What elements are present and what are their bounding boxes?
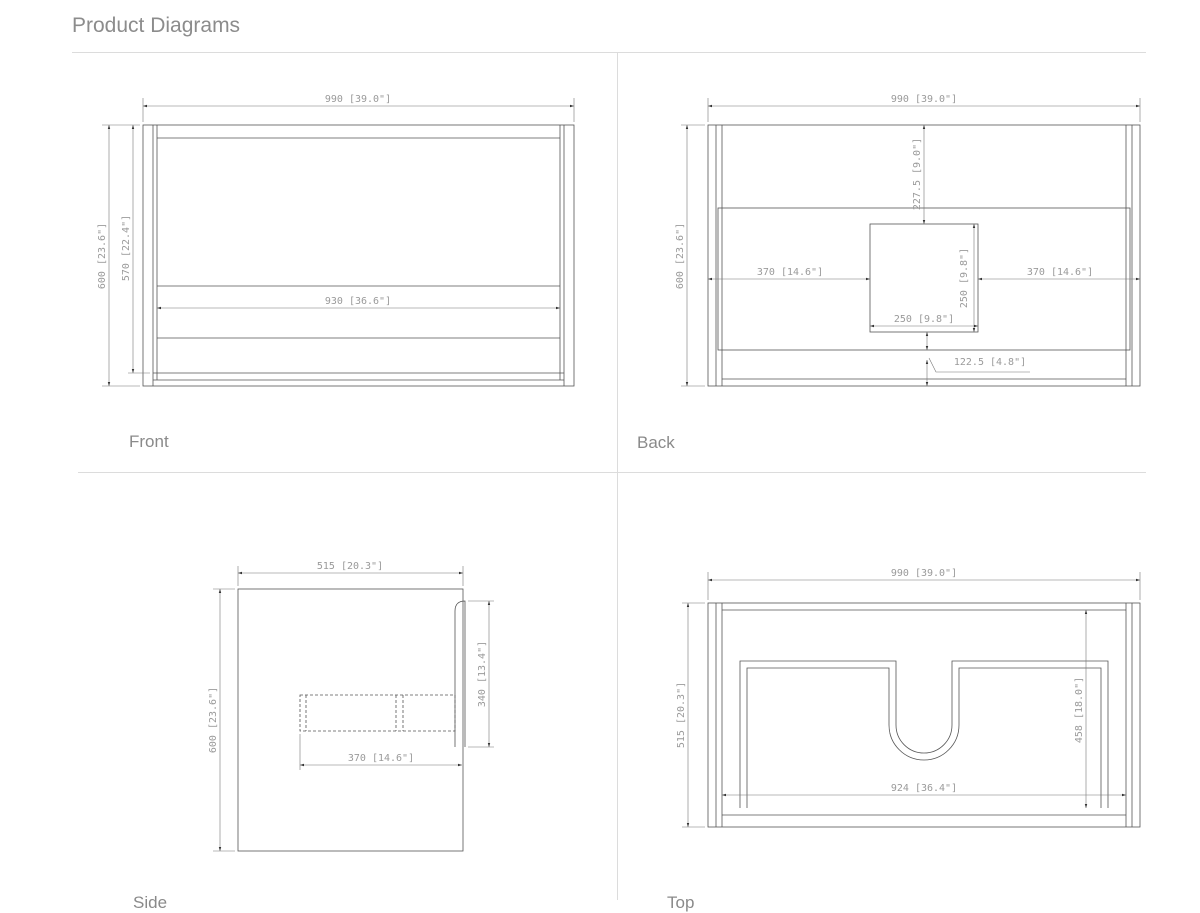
- front-label: Front: [129, 432, 169, 451]
- back-label: Back: [637, 433, 675, 452]
- page-title: Product Diagrams: [72, 14, 241, 37]
- front-height-label: 600 [23.6"]: [97, 223, 108, 289]
- side-height-label: 600 [23.6"]: [208, 687, 219, 753]
- divider-top: [72, 52, 1146, 53]
- top-width-label: 990 [39.0"]: [891, 568, 957, 579]
- top-label: Top: [667, 893, 695, 912]
- back-height-label: 600 [23.6"]: [675, 223, 686, 289]
- front-width-label: 990 [39.0"]: [325, 94, 391, 105]
- side-label: Side: [133, 893, 168, 912]
- divider-middle: [78, 472, 1146, 473]
- side-view: [213, 566, 494, 852]
- back-cutout-height-label: 250 [9.8"]: [959, 248, 970, 308]
- back-left-label: 370 [14.6"]: [757, 267, 823, 278]
- back-width-label: 990 [39.0"]: [891, 94, 957, 105]
- back-right-label: 370 [14.6"]: [1027, 267, 1093, 278]
- top-inner-depth-label: 458 [18.0"]: [1074, 677, 1085, 743]
- front-view: [102, 98, 575, 387]
- side-drawer-height-label: 340 [13.4"]: [477, 641, 488, 707]
- back-view: [681, 98, 1141, 387]
- side-drawer-depth-label: 370 [14.6"]: [348, 753, 414, 764]
- top-inner-width-label: 924 [36.4"]: [891, 783, 957, 794]
- top-depth-label: 515 [20.3"]: [676, 682, 687, 748]
- back-bottom-offset-label: 122.5 [4.8"]: [954, 357, 1026, 368]
- side-depth-label: 515 [20.3"]: [317, 561, 383, 572]
- top-view: [682, 572, 1141, 828]
- back-top-offset-label: 227.5 [9.0"]: [912, 138, 923, 210]
- back-cutout-width-label: 250 [9.8"]: [894, 314, 954, 325]
- divider-vertical: [617, 53, 618, 900]
- front-inner-height-label: 570 [22.4"]: [121, 215, 132, 281]
- front-drawer-label: 930 [36.6"]: [325, 296, 391, 307]
